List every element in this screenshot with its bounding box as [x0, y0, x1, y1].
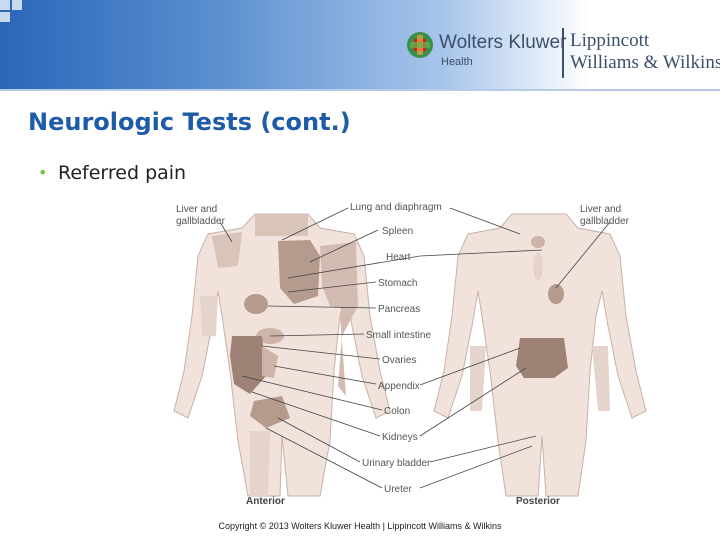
label-liver-left-1: Liver and [176, 204, 217, 215]
label-ureter: Ureter [384, 484, 412, 495]
label-appendix: Appendix [378, 381, 420, 392]
label-pancreas: Pancreas [378, 304, 420, 315]
label-heart: Heart [386, 252, 411, 263]
bullet-item: • Referred pain [38, 162, 187, 184]
referred-pain-figure: Liver and gallbladder Liver and gallblad… [173, 202, 647, 507]
label-colon: Colon [384, 406, 410, 417]
label-anterior: Anterior [246, 496, 285, 507]
publisher-name: Lippincott Williams & Wilkins [570, 30, 720, 74]
leader-line [419, 367, 527, 437]
publisher-line-2: Williams & Wilkins [570, 52, 720, 73]
decor-square [12, 0, 22, 10]
logo-brand: Wolters Kluwer [439, 32, 567, 53]
decor-square [0, 0, 10, 10]
label-ovaries: Ovaries [382, 355, 416, 366]
label-spleen: Spleen [382, 226, 413, 237]
header-banner [0, 0, 720, 90]
header-divider-line [0, 89, 720, 91]
anterior-body [173, 213, 391, 497]
logo-subtitle: Health [441, 56, 473, 68]
leader-line [261, 345, 381, 360]
leader-line [277, 417, 361, 463]
bullet-text: Referred pain [58, 162, 187, 184]
leader-line [265, 427, 383, 489]
publisher-logo: Wolters Kluwer Health Lippincott William… [405, 26, 720, 82]
leader-line [287, 281, 377, 293]
leader-line [309, 229, 379, 263]
label-posterior: Posterior [516, 496, 560, 507]
leader-line [419, 445, 533, 489]
label-liver-right-2: gallbladder [580, 216, 630, 227]
leader-line [269, 333, 365, 337]
leader-line [419, 249, 543, 257]
label-liver-left-2: gallbladder [176, 216, 226, 227]
leader-line [287, 255, 421, 279]
publisher-line-1: Lippincott [570, 30, 650, 51]
leader-line [281, 207, 349, 241]
logo-divider [562, 28, 564, 78]
decor-square [0, 12, 10, 22]
copyright-footer: Copyright © 2013 Wolters Kluwer Health |… [218, 521, 502, 531]
leader-lines [219, 207, 611, 489]
label-urinary-bladder: Urinary bladder [362, 458, 431, 469]
leader-line [555, 221, 611, 289]
slide-title: Neurologic Tests (cont.) [28, 108, 351, 136]
leader-line [419, 347, 521, 386]
label-liver-right-1: Liver and [580, 204, 621, 215]
posterior-body [433, 213, 647, 497]
leader-line [219, 221, 233, 243]
wolters-kluwer-icon [407, 32, 433, 58]
label-stomach: Stomach [378, 278, 417, 289]
leader-line [429, 435, 537, 463]
leader-line [251, 391, 381, 437]
leader-line [267, 305, 377, 309]
leader-line [449, 207, 521, 235]
label-kidneys: Kidneys [382, 432, 418, 443]
leader-line [241, 375, 383, 411]
label-lung-diaphragm: Lung and diaphragm [350, 202, 442, 213]
label-small-intestine: Small intestine [366, 330, 431, 341]
bullet-dot-icon: • [38, 163, 48, 182]
leader-line [273, 365, 377, 385]
